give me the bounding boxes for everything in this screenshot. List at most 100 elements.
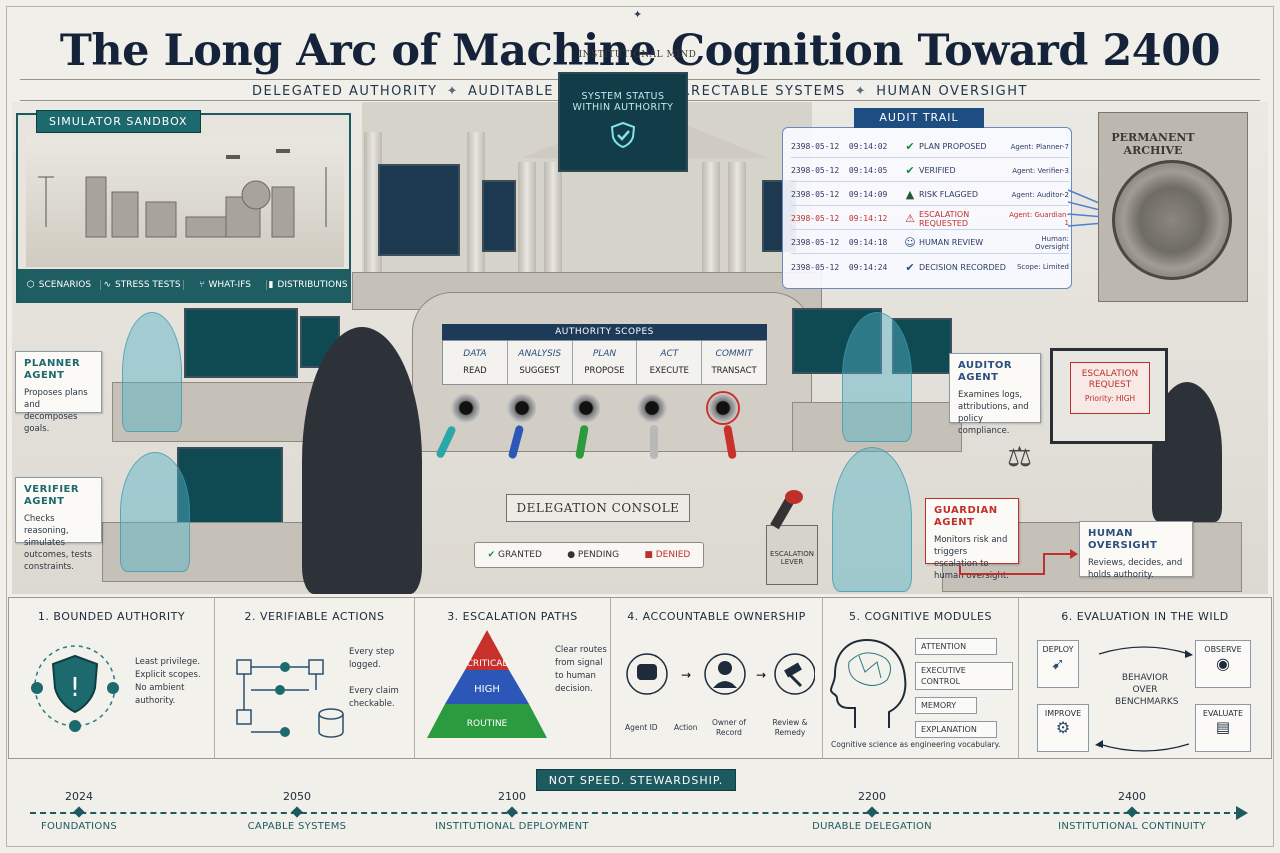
shield-check-icon <box>610 121 636 149</box>
gear-icon: ⚙ <box>1055 718 1071 737</box>
escalation-arrow-icon <box>959 549 1078 575</box>
step-deploy[interactable]: DEPLOY➹ <box>1037 640 1079 688</box>
legend-granted: ✔ GRANTED <box>487 550 542 560</box>
simulator-sandbox: ⬡SCENARIOS ∿STRESS TESTS ⑂WHAT-IFS ▮DIST… <box>16 110 351 303</box>
keyhole-icon[interactable] <box>637 393 667 423</box>
timeline-arrow-icon <box>1236 806 1248 820</box>
panel-cognitive-modules: 5. COGNITIVE MODULES ATTENTION EXECUTIVE… <box>823 598 1019 758</box>
lever-knob-icon[interactable] <box>785 490 803 504</box>
key-icon[interactable] <box>650 425 658 459</box>
timeline-label: INSTITUTIONAL DEPLOYMENT <box>435 821 589 832</box>
guardian-agent-title: GUARDIAN AGENT <box>934 505 998 528</box>
svg-text:!: ! <box>70 673 80 703</box>
audit-row-flagged[interactable]: 2398-05-12 09:14:12⚠ESCALATION REQUESTED… <box>791 208 1069 230</box>
ownership-label: Action <box>674 723 698 732</box>
audit-timestamp: 2398-05-12 09:14:02 <box>791 142 888 151</box>
scope-top: COMMIT <box>715 349 753 359</box>
sandbox-title: SIMULATOR SANDBOX <box>36 110 201 133</box>
audit-agent: Agent: Verifier-3 <box>1012 166 1069 175</box>
column <box>544 162 562 302</box>
wall-screen <box>482 180 516 252</box>
person-icon: ☺ <box>904 236 916 249</box>
keyhole-icon[interactable] <box>507 393 537 423</box>
cube-icon: ⬡ <box>26 280 35 290</box>
legend-denied: ■ DENIED <box>644 550 691 560</box>
human-oversight-title: HUMAN OVERSIGHT <box>1088 528 1158 551</box>
separator-icon: ✦ <box>854 84 868 99</box>
step-observe[interactable]: OBSERVE◉ <box>1195 640 1251 688</box>
panel-text: Clear routes from signal to human decisi… <box>555 645 607 694</box>
verifier-agent-text: Checks reasoning, simulates outcomes, te… <box>24 514 92 572</box>
audit-event: DECISION RECORDED <box>919 262 1006 272</box>
audit-timestamp: 2398-05-12 09:14:12 <box>791 214 888 223</box>
guardian-agent-text: Monitors risk and triggers escalation to… <box>934 535 1009 581</box>
stress-tests-item[interactable]: ∿STRESS TESTS <box>101 280 184 290</box>
audit-agent: Agent: Guardian-1 <box>1009 210 1069 227</box>
keyhole-icon[interactable] <box>708 393 738 423</box>
keyhole-icon[interactable] <box>571 393 601 423</box>
scope-top: ANALYSIS <box>518 349 562 359</box>
authority-scopes-title: AUTHORITY SCOPES <box>442 324 767 340</box>
wall-map-screen <box>378 164 460 256</box>
panel-title: 5. COGNITIVE MODULES <box>849 610 992 623</box>
scope-top: DATA <box>463 349 487 359</box>
shield-alert-icon: ! <box>31 645 119 732</box>
panel-title: 1. BOUNDED AUTHORITY <box>37 610 186 623</box>
scope-bottom: READ <box>463 366 487 376</box>
clipboard-icon: ▤ <box>1215 718 1231 736</box>
verifier-agent-title: VERIFIER AGENT <box>24 484 80 507</box>
module-explanation: EXPLANATION <box>915 721 997 738</box>
scope-data[interactable]: DATA READ <box>443 341 508 384</box>
escalation-title: ESCALATION REQUEST <box>1081 369 1139 390</box>
cycle-arrows-icon <box>1095 646 1193 752</box>
subtitle-item: CORRECTABLE SYSTEMS <box>658 84 846 99</box>
timeline-label: INSTITUTIONAL CONTINUITY <box>1058 821 1206 832</box>
timeline-year: 2400 <box>1118 790 1146 803</box>
escalation-lever[interactable]: ESCALATION LEVER <box>766 525 818 585</box>
keyhole-icon[interactable] <box>451 393 481 423</box>
scenarios-item[interactable]: ⬡SCENARIOS <box>18 280 101 290</box>
behavior-over-benchmarks: BEHAVIOR OVER BENCHMARKS <box>1115 673 1179 707</box>
step-evaluate[interactable]: EVALUATE▤ <box>1195 704 1251 752</box>
audit-agent: Agent: Auditor-2 <box>1011 190 1069 199</box>
stress-tests-label: STRESS TESTS <box>115 280 181 290</box>
module-attention: ATTENTION <box>915 638 997 655</box>
audit-timestamp: 2398-05-12 09:14:24 <box>791 262 888 272</box>
audit-trail-title: AUDIT TRAIL <box>854 108 984 128</box>
distributions-label: DISTRIBUTIONS <box>277 280 348 290</box>
guardian-agent-figure <box>832 447 912 592</box>
head-brain-icon <box>829 638 907 728</box>
panel-text: Least privilege.Explicit scopes.No ambie… <box>135 657 201 706</box>
scales-icon: ⚖ <box>1007 440 1033 473</box>
step-improve[interactable]: IMPROVE⚙ <box>1037 704 1089 752</box>
what-ifs-item[interactable]: ⑂WHAT-IFS <box>184 280 267 290</box>
audit-timestamp: 2398-05-12 09:14:18 <box>791 238 888 247</box>
planner-agent-title: PLANNER AGENT <box>24 358 81 381</box>
column <box>518 162 536 302</box>
bar-chart-icon: ▮ <box>268 280 274 290</box>
warning-triangle-icon: ▲ <box>905 188 915 201</box>
guardian-agent-card: GUARDIAN AGENT Monitors risk and triggers… <box>925 498 1019 581</box>
step-label: OBSERVE <box>1204 645 1242 654</box>
what-ifs-label: WHAT-IFS <box>208 280 251 290</box>
module-memory: MEMORY <box>915 697 977 714</box>
scenarios-label: SCENARIOS <box>38 280 92 290</box>
timeline-label: CAPABLE SYSTEMS <box>247 821 347 832</box>
planner-monitor <box>184 308 298 378</box>
audit-agent: Human: Oversight <box>1034 234 1069 251</box>
module-list: ATTENTION EXECUTIVE CONTROL MEMORY EXPLA… <box>915 638 1015 738</box>
step-label: IMPROVE <box>1044 709 1082 718</box>
audit-event: ESCALATION REQUESTED <box>919 209 970 228</box>
distributions-item[interactable]: ▮DISTRIBUTIONS <box>267 280 349 290</box>
